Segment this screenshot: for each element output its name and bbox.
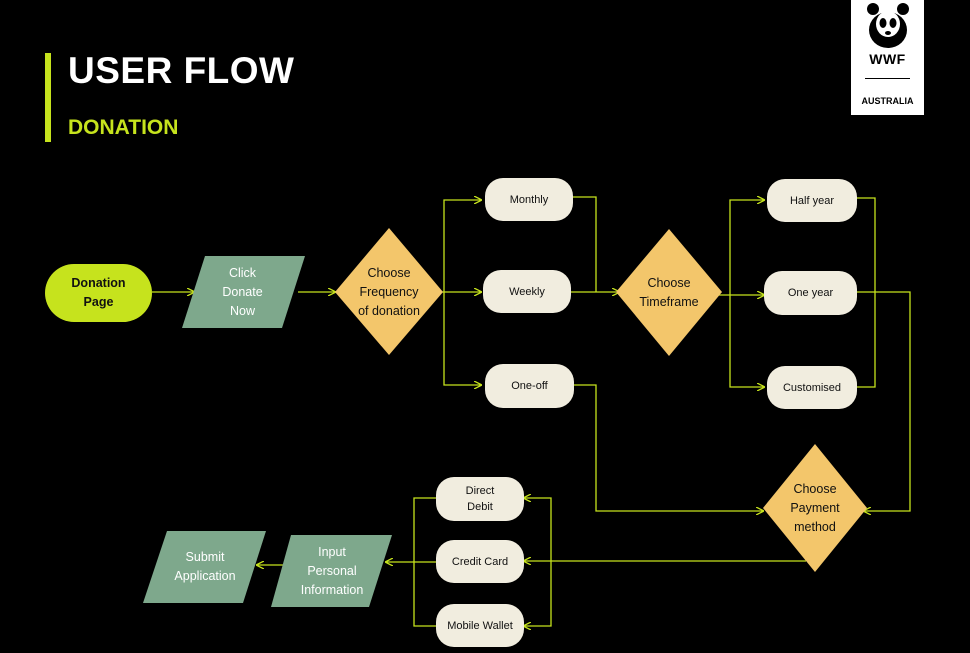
- option-one-year[interactable]: One year: [764, 271, 857, 315]
- option-half-year[interactable]: Half year: [767, 179, 857, 222]
- option-mobile-wallet-label: Mobile Wallet: [447, 619, 513, 632]
- title-accent-bar: [45, 53, 51, 142]
- option-one-year-label: One year: [787, 287, 834, 299]
- connector-frequency-to-monthly: [443, 200, 481, 292]
- option-half-year-label: Half year: [789, 194, 835, 207]
- logo-country: AUSTRALIA: [861, 96, 914, 106]
- parallelogram-click-donate: [182, 256, 305, 328]
- panda-icon: [867, 3, 909, 48]
- page-title: USER FLOW: [68, 50, 295, 91]
- page-subtitle: DONATION: [68, 116, 179, 139]
- diamond-choose-timeframe: [616, 229, 722, 356]
- input-info-label: Input Personal Information: [300, 544, 364, 597]
- input-info-node[interactable]: Input Personal Information: [288, 535, 376, 607]
- choose-payment-node[interactable]: Choose Payment method: [773, 472, 857, 544]
- choose-timeframe-node[interactable]: Choose Timeframe: [626, 270, 712, 315]
- option-credit-card[interactable]: Credit Card: [436, 540, 524, 583]
- logo-divider: [865, 78, 910, 79]
- parallelogram-input-info: [271, 535, 392, 607]
- option-one-off-label: One-off: [511, 380, 548, 392]
- option-customised[interactable]: Customised: [767, 366, 857, 409]
- option-mobile-wallet[interactable]: Mobile Wallet: [436, 604, 524, 647]
- choose-timeframe-label: Choose Timeframe: [639, 275, 699, 309]
- connector-monthly-to-timeframe: [573, 196, 597, 292]
- option-direct-debit-label: Direct Debit: [465, 485, 495, 513]
- wwf-logo: WWF AUSTRALIA: [851, 0, 924, 115]
- option-monthly[interactable]: Monthly: [485, 178, 573, 221]
- click-donate-node[interactable]: Click Donate Now: [200, 256, 285, 328]
- option-credit-card-label: Credit Card: [451, 555, 509, 568]
- connector-oneyear-to-payment: [857, 291, 911, 511]
- connector-frequency-to-oneoff: [443, 292, 481, 385]
- option-direct-debit[interactable]: Direct Debit: [436, 477, 524, 521]
- connector-oneoff-to-payment: [574, 384, 763, 511]
- choose-payment-label: Choose Payment method: [790, 481, 840, 534]
- option-weekly-label: Weekly: [509, 285, 545, 298]
- diamond-choose-frequency: [335, 228, 443, 355]
- option-one-off[interactable]: One-off: [485, 364, 574, 408]
- click-donate-label: Click Donate Now: [222, 265, 263, 318]
- diamond-choose-payment: [763, 444, 867, 572]
- logo-brand: WWF: [869, 51, 906, 67]
- choose-frequency-label: Choose Frequency of donation: [358, 265, 420, 318]
- connector-creditcard-to-mobilewallet: [524, 561, 552, 626]
- option-customised-label: Customised: [782, 381, 842, 394]
- option-monthly-label: Monthly: [509, 193, 549, 206]
- submit-node[interactable]: Submit Application: [160, 531, 250, 603]
- choose-frequency-node[interactable]: Choose Frequency of donation: [345, 256, 433, 328]
- start-donation-page[interactable]: Donation Page: [45, 264, 152, 322]
- submit-label: Submit Application: [174, 550, 236, 583]
- connector-timeframe-to-halfyear: [729, 200, 764, 295]
- connector-creditcard-to-directdebit: [524, 498, 552, 561]
- start-label: Donation Page: [71, 276, 126, 309]
- connector-timeframe-to-customised: [729, 295, 764, 387]
- option-weekly[interactable]: Weekly: [483, 270, 571, 313]
- parallelogram-submit: [143, 531, 266, 603]
